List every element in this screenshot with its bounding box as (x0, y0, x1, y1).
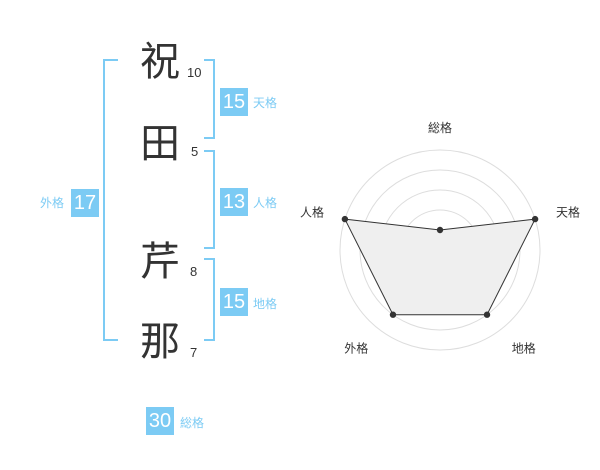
radar-axis-label: 天格 (556, 204, 580, 219)
name-char-1: 祝 (140, 39, 180, 85)
radar-point (341, 215, 349, 223)
radar-axis-label: 外格 (344, 341, 368, 356)
chikaku-badge: 15 (220, 288, 248, 316)
radar-point (483, 311, 491, 318)
radar-ring (339, 149, 541, 351)
chikaku-label: 地格 (253, 297, 278, 311)
radar-point (531, 215, 539, 223)
stroke-count-2: 5 (191, 144, 199, 159)
soukaku-badge: 30 (146, 407, 174, 435)
jinkaku-label: 人格 (253, 196, 278, 210)
soukaku-label: 総格 (180, 416, 205, 430)
jinkaku-bracket (204, 150, 215, 249)
radar-axis-label: 総格 (428, 120, 452, 135)
radar-axis-label: 地格 (512, 341, 536, 356)
gaikaku-label: 外格 (40, 196, 65, 210)
radar-point (436, 226, 444, 234)
stroke-count-4: 7 (190, 345, 198, 360)
name-char-4: 那 (140, 319, 180, 365)
tenkaku-bracket (204, 59, 215, 139)
radar-point (389, 311, 397, 318)
stroke-count-3: 8 (190, 264, 198, 279)
chikaku-bracket (204, 258, 215, 341)
gaikaku-badge: 17 (71, 189, 99, 217)
tenkaku-label: 天格 (253, 96, 278, 110)
tenkaku-badge: 15 (220, 88, 248, 116)
name-char-2: 田 (140, 121, 180, 167)
stroke-count-1: 10 (187, 65, 202, 80)
gaikaku-bracket (103, 59, 118, 341)
radar-area (344, 218, 536, 316)
radar-axis-label: 人格 (300, 204, 324, 219)
jinkaku-badge: 13 (220, 188, 248, 216)
name-char-3: 芹 (140, 239, 180, 285)
